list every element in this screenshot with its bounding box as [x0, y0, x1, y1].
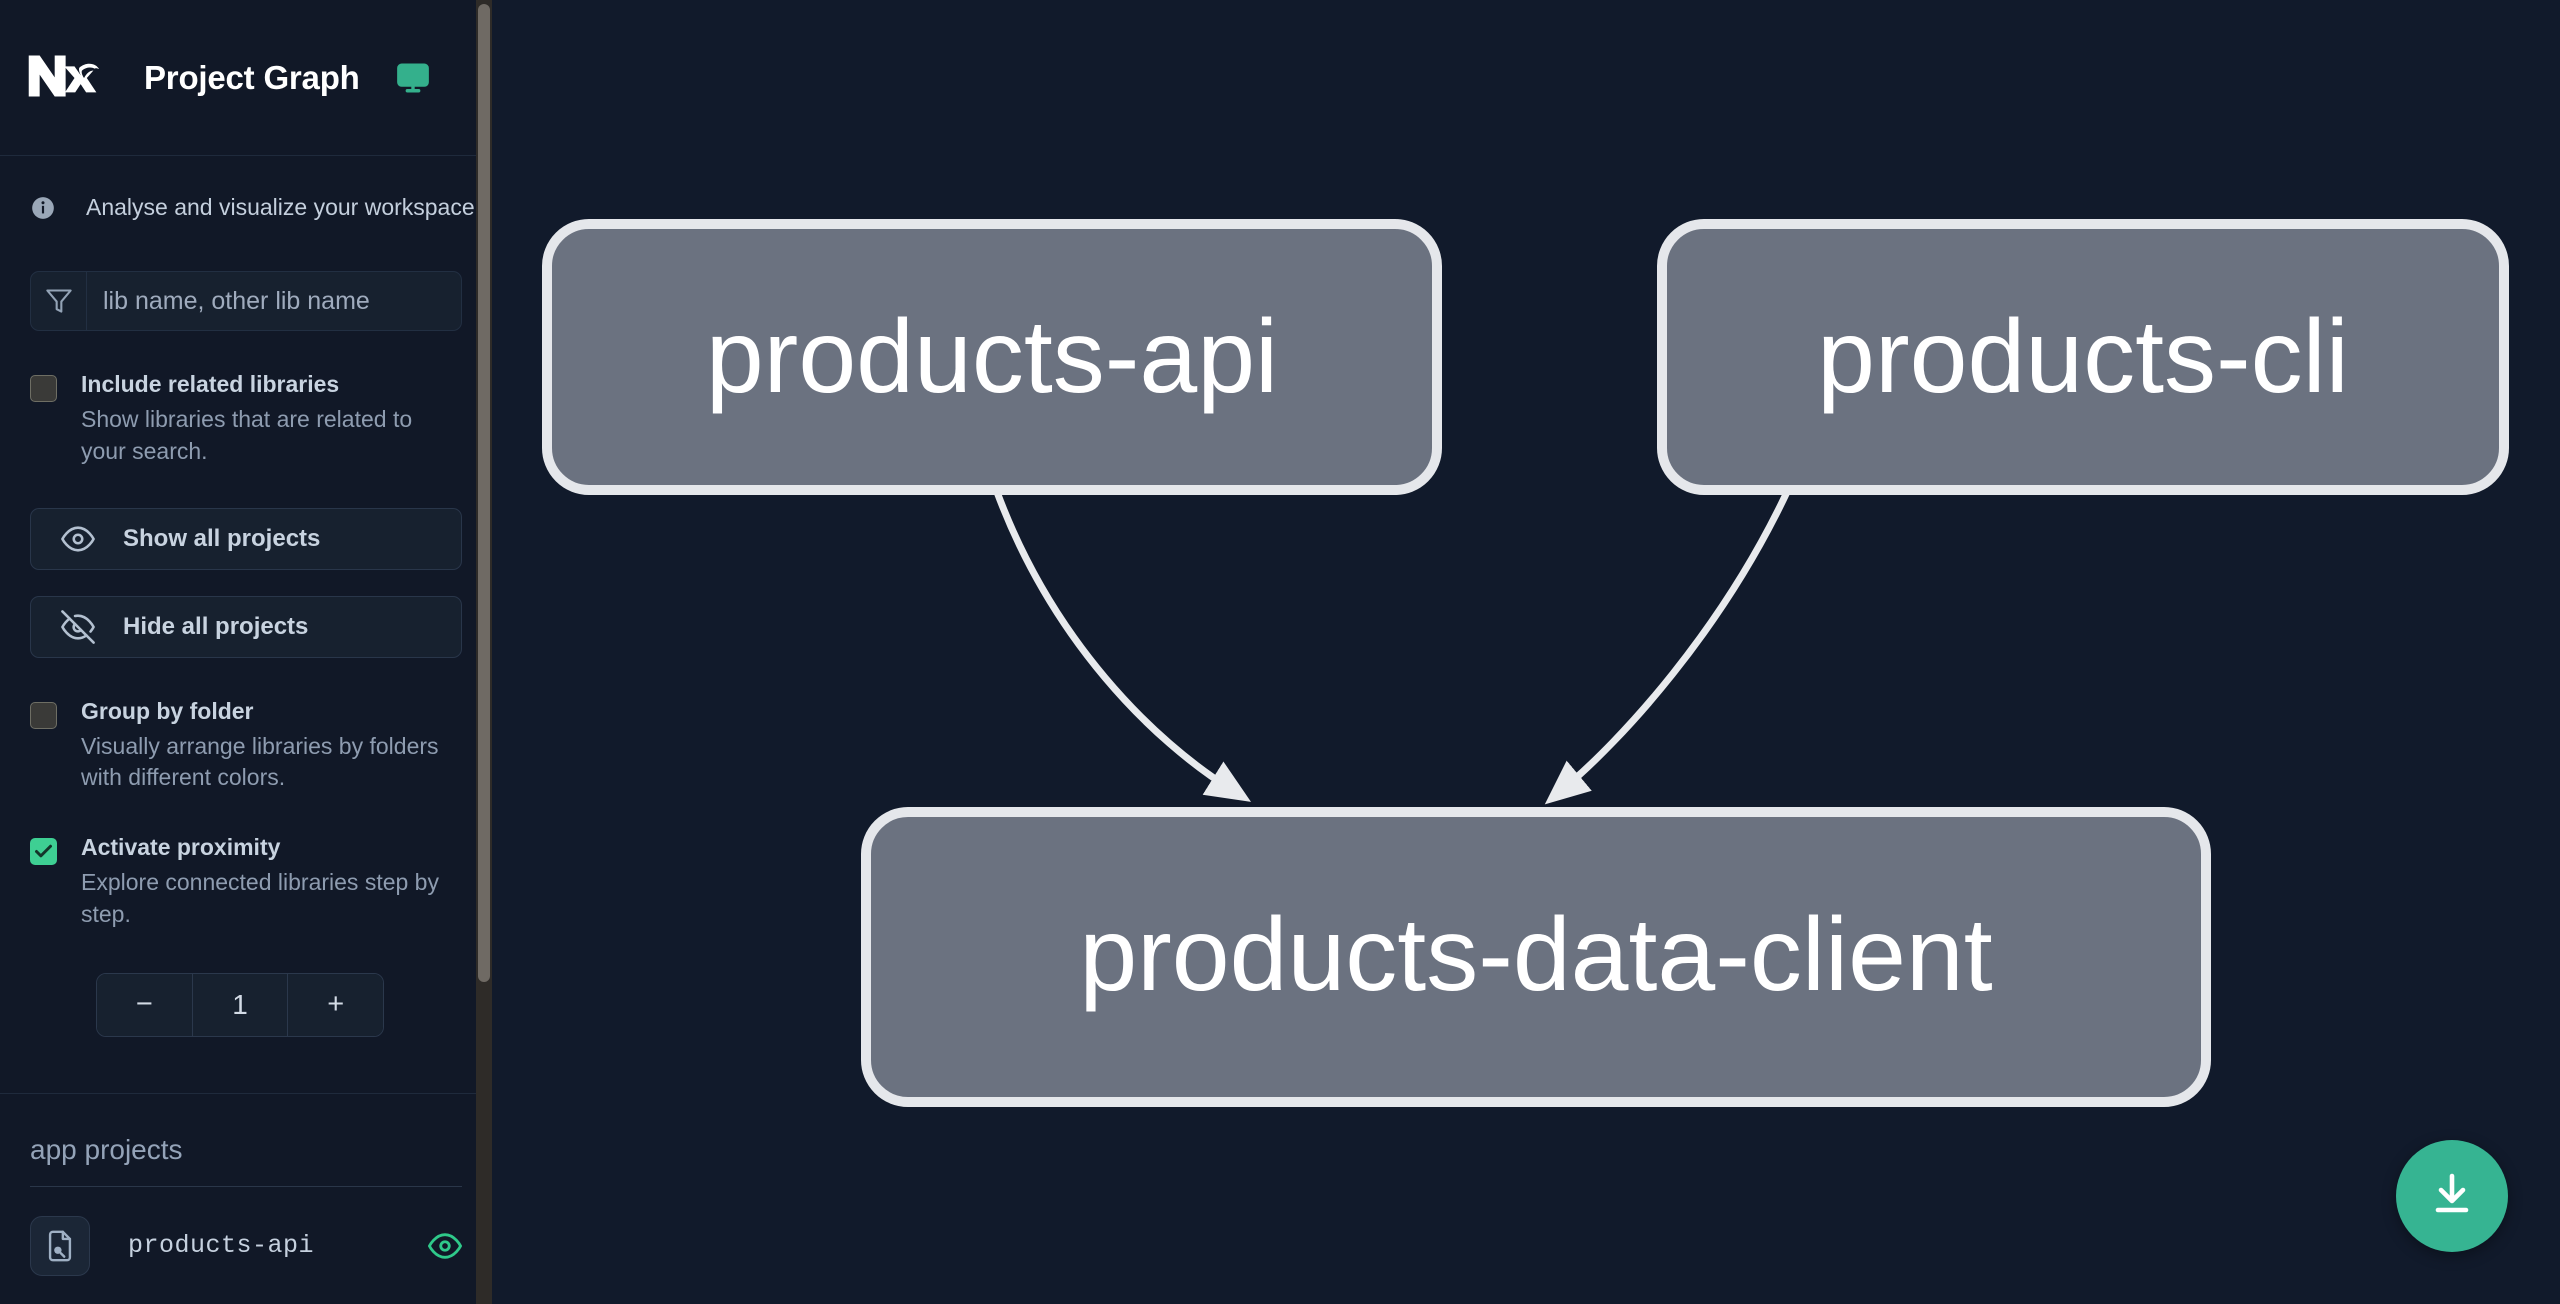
proximity-increment-button[interactable]: +	[288, 973, 383, 1036]
option-title: Include related libraries	[81, 371, 340, 397]
project-group-title: app projects	[30, 1133, 183, 1165]
checkbox-include-related-libraries[interactable]	[30, 375, 57, 402]
option-title: Group by folder	[81, 697, 254, 724]
option-description: Show libraries that are related to your …	[81, 406, 413, 464]
sidebar-divider	[0, 1092, 492, 1094]
workspace-info: Analyse and visualize your workspace.	[0, 156, 492, 221]
node-rect[interactable]	[861, 807, 2211, 1107]
node-label: products-cli	[1817, 299, 2349, 415]
hide-all-projects-button[interactable]: Hide all projects	[30, 595, 462, 658]
project-visibility-eye-icon[interactable]	[428, 1229, 462, 1263]
option-activate-proximity[interactable]: Activate proximity Explore connected lib…	[0, 832, 492, 931]
project-group-rule	[30, 1185, 462, 1187]
node-rect[interactable]	[542, 219, 1442, 495]
show-all-projects-label: Show all projects	[123, 524, 321, 552]
graph-edges	[993, 488, 1791, 805]
checkbox-group-by-folder[interactable]	[30, 701, 57, 729]
monitor-icon[interactable]	[396, 61, 430, 95]
search-field[interactable]	[30, 271, 462, 331]
graph-node-products-data-client[interactable]: products-data-client	[861, 807, 2211, 1107]
workspace-info-text: Analyse and visualize your workspace.	[86, 194, 482, 220]
proximity-value: 1	[192, 973, 289, 1036]
option-title: Activate proximity	[81, 834, 281, 861]
graph-node-products-api[interactable]: products-api	[542, 219, 1442, 495]
graph-node-products-cli[interactable]: products-cli	[1657, 219, 2509, 495]
page-title: Project Graph	[144, 58, 360, 96]
hide-all-projects-label: Hide all projects	[123, 612, 309, 640]
proximity-stepper[interactable]: − 1 +	[96, 972, 384, 1037]
info-icon	[30, 195, 56, 221]
search-input[interactable]	[87, 272, 461, 330]
sidebar-scrollbar[interactable]	[476, 0, 492, 1304]
option-group-by-folder[interactable]: Group by folder Visually arrange librari…	[0, 696, 492, 795]
graph-nodes: products-api products-cli products-data-…	[542, 219, 2509, 1107]
proximity-decrement-button[interactable]: −	[97, 973, 193, 1036]
graph-canvas[interactable]: products-api products-cli products-data-…	[492, 0, 2560, 1304]
show-all-projects-button[interactable]: Show all projects	[30, 507, 462, 570]
nx-logo-icon	[26, 50, 108, 106]
option-description: Visually arrange libraries by folders wi…	[81, 732, 439, 791]
option-text: Include related libraries Show libraries…	[81, 369, 451, 468]
download-icon	[2428, 1170, 2476, 1223]
eye-off-icon	[61, 609, 95, 644]
filter-icon	[31, 272, 87, 330]
node-rect[interactable]	[1657, 219, 2509, 495]
option-text: Group by folder Visually arrange librari…	[81, 696, 451, 795]
download-button[interactable]	[2396, 1140, 2508, 1252]
sidebar-header: Project Graph	[0, 0, 492, 156]
option-text: Activate proximity Explore connected lib…	[81, 832, 451, 931]
checkbox-activate-proximity[interactable]	[30, 838, 57, 866]
eye-icon	[61, 522, 95, 556]
edge-products-api-to-products-data-client	[993, 488, 1251, 802]
sidebar-scrollbar-thumb[interactable]	[478, 4, 490, 982]
graph-svg: products-api products-cli products-data-…	[542, 219, 2509, 1107]
app-project-icon	[30, 1215, 90, 1276]
option-include-related-libraries[interactable]: Include related libraries Show libraries…	[0, 369, 492, 468]
node-label: products-api	[706, 299, 1278, 415]
node-label: products-data-client	[1079, 897, 1992, 1013]
project-name: products-api	[128, 1231, 315, 1261]
edge-products-cli-to-products-data-client	[1544, 488, 1791, 805]
option-description: Explore connected libraries step by step…	[81, 869, 439, 927]
sidebar: Project Graph Analyse and	[0, 0, 492, 1304]
sidebar-scroll-area[interactable]: Project Graph Analyse and	[0, 0, 492, 1304]
project-list-item-products-api[interactable]: products-api	[0, 1209, 492, 1283]
